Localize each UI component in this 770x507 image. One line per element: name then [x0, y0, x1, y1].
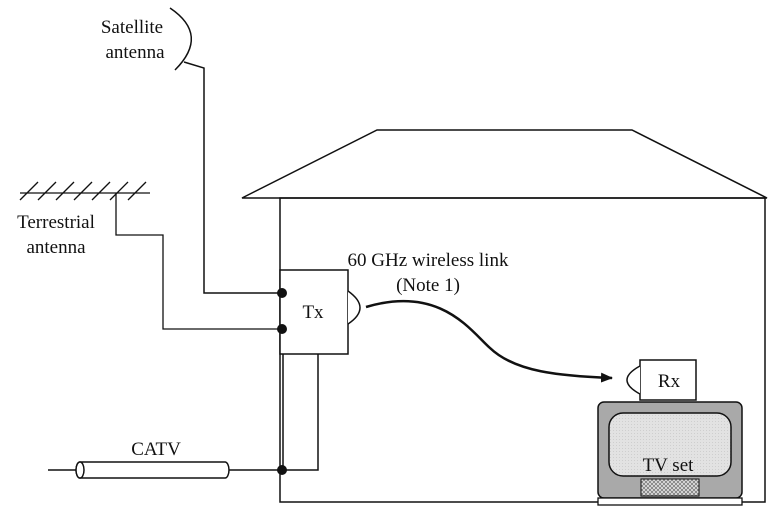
satellite-cable	[183, 61, 280, 294]
rx-box	[639, 359, 697, 401]
catv-label: CATV	[131, 439, 181, 460]
catv-cable	[48, 461, 280, 479]
terrestrial-label-line2: antenna	[26, 237, 86, 258]
tx-label: Tx	[302, 302, 324, 323]
junction-dot-catv	[277, 465, 287, 475]
catv-coax-icon	[75, 461, 230, 479]
satellite-label-line1: Satellite	[101, 17, 163, 38]
tx-box	[279, 269, 349, 355]
wireless-link-label-line1: 60 GHz wireless link	[348, 250, 509, 271]
receiver: Rx	[626, 359, 697, 401]
satellite-dish-icon	[169, 7, 192, 71]
tx-antenna-icon	[347, 290, 361, 325]
internal-wiring	[282, 354, 319, 471]
satellite-label-line2: antenna	[105, 42, 165, 63]
tv-stand	[597, 497, 743, 506]
wireless-link-label-line2: (Note 1)	[396, 275, 460, 296]
wireless-link-arrow	[365, 300, 613, 383]
satellite-antenna	[169, 7, 280, 294]
tv-speaker-grille	[640, 478, 700, 497]
tv-label: TV set	[643, 455, 695, 476]
terrestrial-cable	[115, 193, 280, 330]
tv-set: TV set	[597, 401, 743, 506]
junction-dot-satellite	[277, 288, 287, 298]
junction-dots	[277, 288, 287, 475]
terrestrial-antenna	[19, 181, 280, 330]
rx-label: Rx	[658, 371, 681, 392]
terrestrial-label-line1: Terrestrial	[17, 212, 95, 233]
transmitter: Tx	[279, 269, 361, 355]
house-roof	[241, 129, 768, 199]
junction-dot-terrestrial	[277, 324, 287, 334]
terrestrial-antenna-elements-icon	[19, 181, 147, 201]
tv-screen	[608, 412, 732, 477]
rx-antenna-icon	[626, 365, 641, 395]
